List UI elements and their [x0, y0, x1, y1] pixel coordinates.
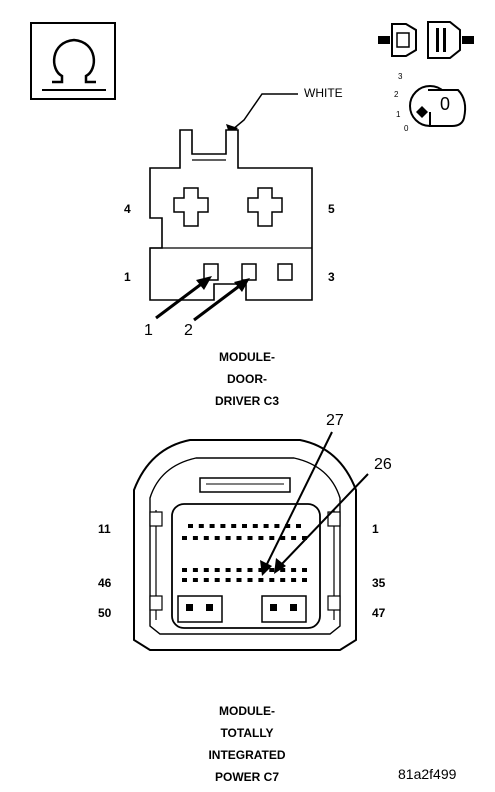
ignition-pos-2: 2	[394, 90, 399, 99]
ignition-pos-1: 1	[396, 110, 401, 119]
pin-cavity	[296, 524, 301, 528]
c7-caption-line: TOTALLY	[220, 726, 274, 740]
ignition-key-label: 0	[440, 94, 451, 114]
c3-caption-line: DRIVER C3	[214, 394, 279, 408]
pin-cavity	[285, 524, 291, 528]
c7-pin-label-35: 35	[372, 576, 386, 590]
c3-caption: MODULE- DOOR- DRIVER C3	[147, 346, 347, 412]
pin-cavity	[225, 536, 231, 540]
pin-cavity	[247, 578, 253, 582]
c3-pin-label-4: 4	[124, 202, 131, 216]
c7-caption: MODULE- TOTALLY INTEGRATED POWER C7	[147, 700, 347, 788]
c7-pin-label-50: 50	[98, 606, 112, 620]
c7-pin-label-11: 11	[98, 522, 111, 536]
pin-cavity	[291, 578, 297, 582]
wire-color-label: WHITE	[304, 86, 343, 100]
pin-cavity	[182, 578, 187, 582]
pin-cavity	[192, 568, 198, 572]
connector-c7-housing	[133, 439, 357, 651]
c7-caption-line: MODULE-	[219, 704, 275, 718]
c7-callout-arrows	[260, 431, 369, 576]
pin-cavity	[192, 536, 198, 540]
pin-cavity	[302, 536, 307, 540]
pin-cavity	[263, 524, 269, 528]
pin-cavity	[269, 536, 275, 540]
pin-cavity	[236, 536, 242, 540]
pin-cavity	[182, 568, 187, 572]
pin-cavity	[236, 578, 242, 582]
c7-pin-label-47: 47	[372, 606, 386, 620]
pin-cavity	[225, 578, 231, 582]
pin-cavity	[198, 524, 204, 528]
c7-pin-label-46: 46	[98, 576, 112, 590]
pin-cavity	[231, 524, 237, 528]
c7-callout-27: 27	[326, 412, 344, 429]
pin-cavity	[280, 578, 286, 582]
pin-cavity	[236, 568, 242, 572]
pin-cavity	[182, 536, 187, 540]
c3-callout-1: 1	[144, 322, 153, 339]
pin-cavity	[280, 536, 286, 540]
pin-cavity	[220, 524, 226, 528]
c3-pin-label-1: 1	[124, 270, 131, 284]
ignition-pos-0: 0	[404, 124, 409, 133]
pin-cavity	[214, 568, 220, 572]
pin-cavity	[302, 568, 307, 572]
pin-cavity	[203, 568, 209, 572]
figure-id: 81a2f499	[398, 766, 457, 782]
pin-cavity	[252, 524, 258, 528]
c3-callout-2: 2	[184, 322, 193, 339]
c3-pin-label-3: 3	[328, 270, 335, 284]
pin-cavity	[188, 524, 193, 528]
pin-cavity	[214, 578, 220, 582]
pin-cavity	[192, 578, 198, 582]
ignition-off-icon	[409, 85, 467, 127]
pin-cavity	[225, 568, 231, 572]
pin-cavity	[291, 568, 297, 572]
c7-callout-26: 26	[374, 456, 392, 473]
pin-cavity	[258, 578, 264, 582]
c3-caption-line: DOOR-	[227, 372, 267, 386]
pin-cavity	[274, 524, 280, 528]
pin-cavity	[258, 568, 264, 572]
c7-caption-line: INTEGRATED	[208, 748, 286, 762]
pin-cavity	[242, 524, 247, 528]
ohmmeter-symbol-box	[30, 22, 116, 100]
ignition-pos-3: 3	[398, 72, 403, 81]
pin-cavity	[291, 536, 297, 540]
pin-cavity	[302, 578, 307, 582]
c7-caption-line: POWER C7	[214, 770, 279, 784]
pin-cavity	[280, 568, 286, 572]
c3-callout-arrows	[155, 276, 250, 322]
c7-pin-cavities	[182, 524, 307, 582]
c3-pin-label-5: 5	[328, 202, 335, 216]
connector-c3-housing	[149, 129, 313, 301]
c3-caption-line: MODULE-	[219, 350, 275, 364]
c7-pin-label-1: 1	[372, 522, 379, 536]
pin-cavity	[258, 536, 264, 540]
pin-cavity	[269, 578, 275, 582]
disconnect-connector-icon	[378, 21, 474, 59]
pin-cavity	[203, 536, 209, 540]
pin-cavity	[209, 524, 215, 528]
pin-cavity	[214, 536, 220, 540]
pin-cavity	[203, 578, 209, 582]
ohm-icon	[42, 38, 106, 91]
pin-cavity	[247, 536, 253, 540]
pin-cavity	[269, 568, 275, 572]
pin-cavity	[247, 568, 253, 572]
